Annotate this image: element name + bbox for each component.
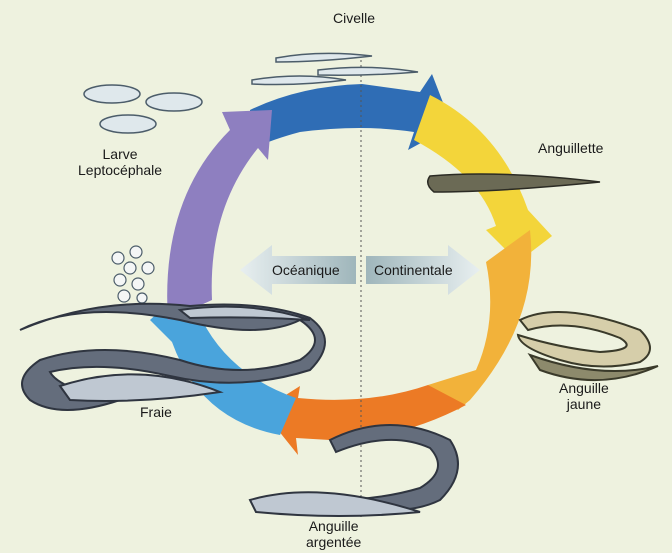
eggs-illustration bbox=[111, 245, 155, 304]
label-anguille-argentee-line2: argentée bbox=[306, 534, 362, 550]
segment-civelle-to-anguillette bbox=[250, 74, 452, 150]
anguillette-illustration bbox=[427, 173, 601, 193]
label-continentale: Continentale bbox=[374, 262, 453, 278]
label-oceanique: Océanique bbox=[272, 262, 340, 278]
segment-larve bbox=[167, 110, 272, 320]
label-civelle: Civelle bbox=[333, 10, 376, 26]
label-anguillette: Anguillette bbox=[538, 140, 604, 156]
label-anguille-argentee: Anguille argentée bbox=[306, 518, 361, 550]
leptocephale-illustration bbox=[83, 84, 203, 134]
label-anguille-jaune-line2: jaune bbox=[566, 396, 602, 412]
segment-anguille-jaune bbox=[428, 230, 532, 410]
anguille-argentee-illustration bbox=[248, 424, 459, 517]
civelle-illustration bbox=[251, 52, 419, 86]
anguille-jaune-illustration bbox=[516, 311, 659, 381]
continentale-arrow bbox=[366, 245, 480, 295]
label-larve-line2: Leptocéphale bbox=[78, 162, 163, 178]
label-anguille-jaune: Anguille jaune bbox=[559, 380, 609, 412]
fraie-illustration bbox=[19, 302, 326, 411]
segment-anguille-argentee bbox=[262, 385, 466, 455]
label-larve-line1: Larve bbox=[102, 146, 138, 162]
oceanique-arrow bbox=[240, 245, 356, 295]
label-anguille-jaune-line1: Anguille bbox=[559, 380, 609, 396]
label-anguille-argentee-line1: Anguille bbox=[308, 518, 359, 534]
label-larve-leptocephale: Larve Leptocéphale bbox=[78, 146, 162, 178]
label-fraie: Fraie bbox=[140, 404, 172, 420]
